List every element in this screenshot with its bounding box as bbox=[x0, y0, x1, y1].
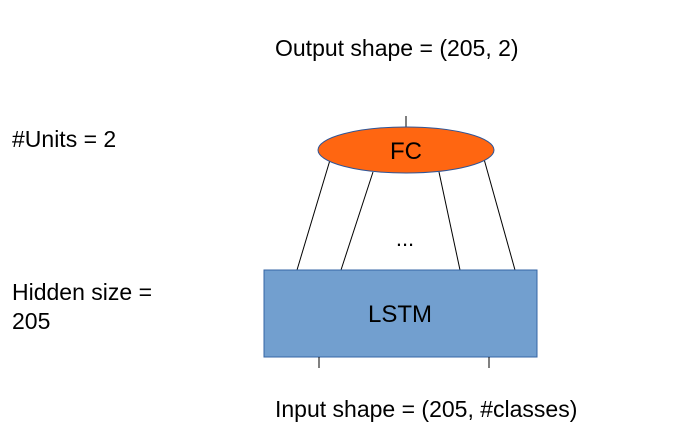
hidden-size-value: 205 bbox=[12, 308, 51, 334]
fc-label: FC bbox=[390, 138, 422, 165]
lstm-label: LSTM bbox=[368, 301, 432, 328]
lstm-node bbox=[263, 269, 538, 358]
connection-line-1 bbox=[296, 159, 331, 271]
connection-line-2 bbox=[340, 171, 374, 271]
units-label: #Units = 2 bbox=[12, 126, 117, 152]
fc-node bbox=[317, 126, 495, 174]
input-shape-label: Input shape = (205, #classes) bbox=[275, 396, 578, 422]
connection-ellipsis: ... bbox=[396, 226, 414, 251]
output-shape-label: Output shape = (205, 2) bbox=[275, 35, 519, 61]
connection-line-4 bbox=[483, 158, 516, 271]
connection-line-3 bbox=[438, 171, 461, 271]
hidden-size-label: Hidden size = bbox=[12, 279, 152, 305]
